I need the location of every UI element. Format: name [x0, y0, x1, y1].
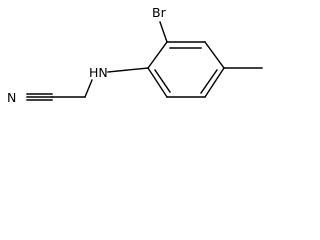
ring-bond-c1-c2 — [147, 41, 168, 69]
molecule-diagram: Br HN N — [0, 0, 270, 120]
ring-bond-c4-c5 — [204, 67, 225, 98]
ring-double-bond-right — [200, 69, 218, 94]
n-ch2-bond — [84, 79, 93, 98]
nitrile-nitrogen-label: N — [7, 90, 16, 105]
structure-drawing: Br HN N — [7, 5, 263, 105]
c-n-bond — [107, 67, 149, 73]
ring-bond-c6-c1 — [147, 67, 168, 98]
bromine-label: Br — [152, 5, 167, 20]
ring-bond-c3-c4 — [204, 41, 225, 69]
c-br-bond — [159, 21, 168, 43]
amine-label: HN — [89, 65, 108, 80]
ring-double-bond-left — [154, 69, 171, 93]
